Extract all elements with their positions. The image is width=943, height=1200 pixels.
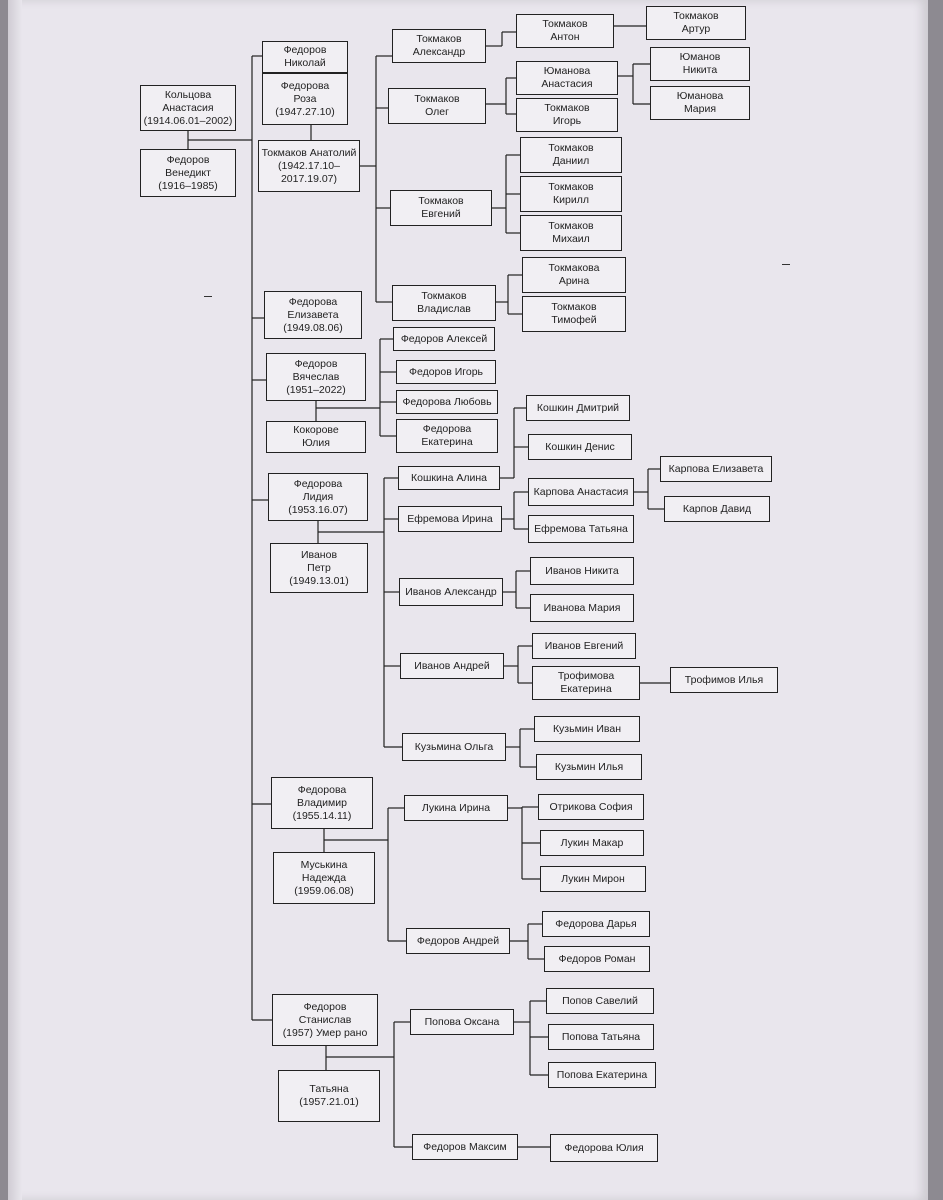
person-kuzmin-ilya: Кузьмин Илья — [536, 754, 642, 780]
person-efremova-tatyana: Ефремова Татьяна — [528, 515, 634, 543]
person-fedorov-aleksei: Федоров Алексей — [393, 327, 495, 351]
person-fedorov-vyacheslav: Федоров Вячеслав (1951–2022) — [266, 353, 366, 401]
person-kokorove-yulia: Кокорове Юлия — [266, 421, 366, 453]
person-fedorova-darya: Федорова Дарья — [542, 911, 650, 937]
person-kolcova-anastasia: Кольцова Анастасия (1914.06.01–2002) — [140, 85, 236, 131]
connector-lines — [187, 25, 670, 1148]
person-trofimov-ilya: Трофимов Илья — [670, 667, 778, 693]
person-koshkina-alina: Кошкина Алина — [398, 466, 500, 490]
person-ivanov-nikita: Иванов Никита — [530, 557, 634, 585]
person-fedorova-vladimir: Федорова Владимир (1955.14.11) — [271, 777, 373, 829]
person-yumanova-anastasia: Юманова Анастасия — [516, 61, 618, 95]
person-karpov-david: Карпов Давид — [664, 496, 770, 522]
person-trofimova-ekaterina: Трофимова Екатерина — [532, 666, 640, 700]
person-ivanov-petr: Иванов Петр (1949.13.01) — [270, 543, 368, 593]
person-tokmakov-evgeniy: Токмаков Евгений — [390, 190, 492, 226]
person-tokmakov-kirill: Токмаков Кирилл — [520, 176, 622, 212]
person-kuzmina-olga: Кузьмина Ольга — [402, 733, 506, 761]
person-lukin-miron: Лукин Мирон — [540, 866, 646, 892]
person-tokmakov-timofei: Токмаков Тимофей — [522, 296, 626, 332]
person-efremova-irina: Ефремова Ирина — [398, 506, 502, 532]
person-tokmakov-aleksandr: Токмаков Александр — [392, 29, 486, 63]
person-tokmakov-mikhail: Токмаков Михаил — [520, 215, 622, 251]
stray-dash — [204, 296, 212, 298]
stray-dash — [782, 264, 790, 266]
person-fedorov-roman: Федоров Роман — [544, 946, 650, 972]
person-fedorov-igor: Федоров Игорь — [396, 360, 496, 384]
person-popov-saveliy: Попов Савелий — [546, 988, 654, 1014]
person-kuzmin-ivan: Кузьмин Иван — [534, 716, 640, 742]
person-tokmakov-daniil: Токмаков Даниил — [520, 137, 622, 173]
person-popova-oksana: Попова Оксана — [410, 1009, 514, 1035]
person-fedorova-ekaterina: Федорова Екатерина — [396, 419, 498, 453]
person-ivanov-evgeniy: Иванов Евгений — [532, 633, 636, 659]
person-fedorova-lidia: Федорова Лидия (1953.16.07) — [268, 473, 368, 521]
person-otrikova-sofia: Отрикова София — [538, 794, 644, 820]
person-tokmakov-anatoliy: Токмаков Анатолий (1942.17.10– 2017.19.0… — [258, 140, 360, 192]
person-fedorova-roza: Федорова Роза (1947.27.10) — [262, 73, 348, 125]
person-lukin-makar: Лукин Макар — [540, 830, 644, 856]
person-yumanova-maria: Юманова Мария — [650, 86, 750, 120]
person-ivanov-aleksandr: Иванов Александр — [399, 578, 503, 606]
person-tokmakov-artur: Токмаков Артур — [646, 6, 746, 40]
person-tokmakov-anton: Токмаков Антон — [516, 14, 614, 48]
book-page: Кольцова Анастасия (1914.06.01–2002) Фед… — [8, 0, 928, 1200]
person-koshkin-dmitriy: Кошкин Дмитрий — [526, 395, 630, 421]
person-popova-tatyana: Попова Татьяна — [548, 1024, 654, 1050]
person-karpova-anastasia: Карпова Анастасия — [528, 478, 634, 506]
person-fedorov-maksim: Федоров Максим — [412, 1134, 518, 1160]
person-koshkin-denis: Кошкин Денис — [528, 434, 632, 460]
person-muskina-nadezhda: Муськина Надежда (1959.06.08) — [273, 852, 375, 904]
person-ivanova-maria: Иванова Мария — [530, 594, 634, 622]
person-tatyana: Татьяна (1957.21.01) — [278, 1070, 380, 1122]
person-tokmakov-oleg: Токмаков Олег — [388, 88, 486, 124]
person-fedorov-andrei: Федоров Андрей — [406, 928, 510, 954]
person-tokmakov-vladislav: Токмаков Владислав — [392, 285, 496, 321]
person-ivanov-andrei: Иванов Андрей — [400, 653, 504, 679]
person-karpova-elizaveta: Карпова Елизавета — [660, 456, 772, 482]
person-tokmakova-arina: Токмакова Арина — [522, 257, 626, 293]
person-fedorov-stanislav: Федоров Станислав (1957) Умер рано — [272, 994, 378, 1046]
person-fedorov-nikolai: Федоров Николай — [262, 41, 348, 73]
person-fedorov-venedikt: Федоров Венедикт (1916–1985) — [140, 149, 236, 197]
person-fedorova-yulia: Федорова Юлия — [550, 1134, 658, 1162]
person-lukina-irina: Лукина Ирина — [404, 795, 508, 821]
person-tokmakov-igor: Токмаков Игорь — [516, 98, 618, 132]
person-fedorova-elizaveta: Федорова Елизавета (1949.08.06) — [264, 291, 362, 339]
person-fedorova-lyubov: Федорова Любовь — [396, 390, 498, 414]
page-shadow — [8, 0, 22, 1200]
person-popova-ekaterina: Попова Екатерина — [548, 1062, 656, 1088]
person-yumanov-nikita: Юманов Никита — [650, 47, 750, 81]
